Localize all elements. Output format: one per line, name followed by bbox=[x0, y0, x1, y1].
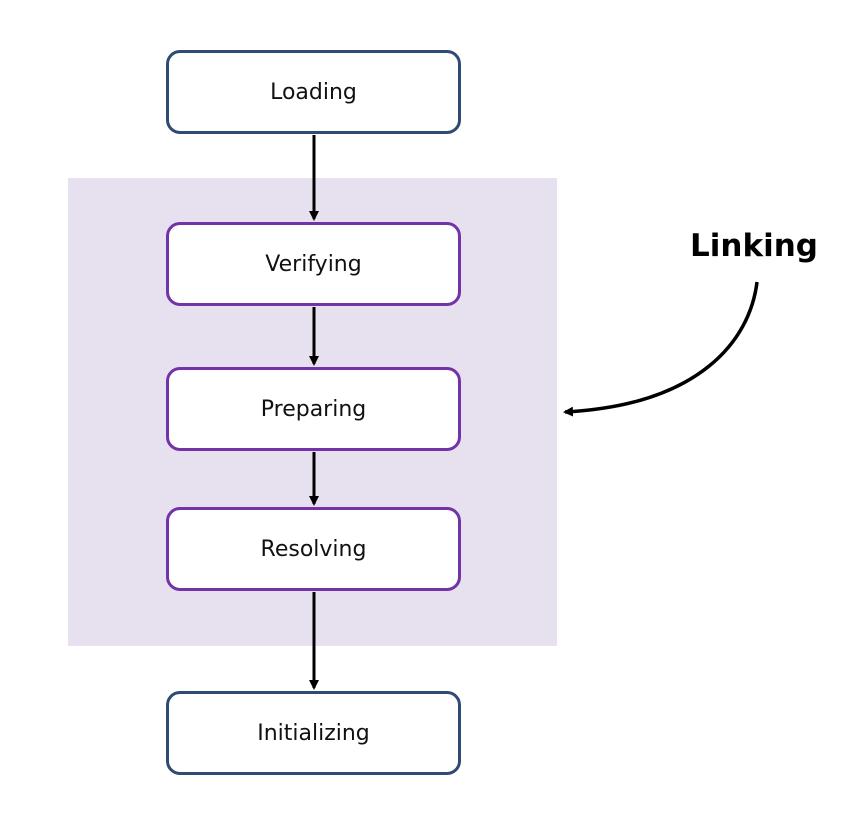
step-resolving-label: Resolving bbox=[260, 536, 367, 562]
linking-group-label: Linking bbox=[690, 228, 818, 264]
step-verifying: Verifying bbox=[166, 222, 461, 306]
step-verifying-label: Verifying bbox=[265, 251, 362, 277]
step-loading-label: Loading bbox=[270, 79, 357, 105]
step-loading: Loading bbox=[166, 50, 461, 134]
step-preparing-label: Preparing bbox=[260, 396, 367, 422]
step-initializing-label: Initializing bbox=[257, 720, 370, 746]
linking-callout-arrow bbox=[563, 281, 759, 417]
step-initializing: Initializing bbox=[166, 691, 461, 775]
step-resolving: Resolving bbox=[166, 507, 461, 591]
step-preparing: Preparing bbox=[166, 367, 461, 451]
